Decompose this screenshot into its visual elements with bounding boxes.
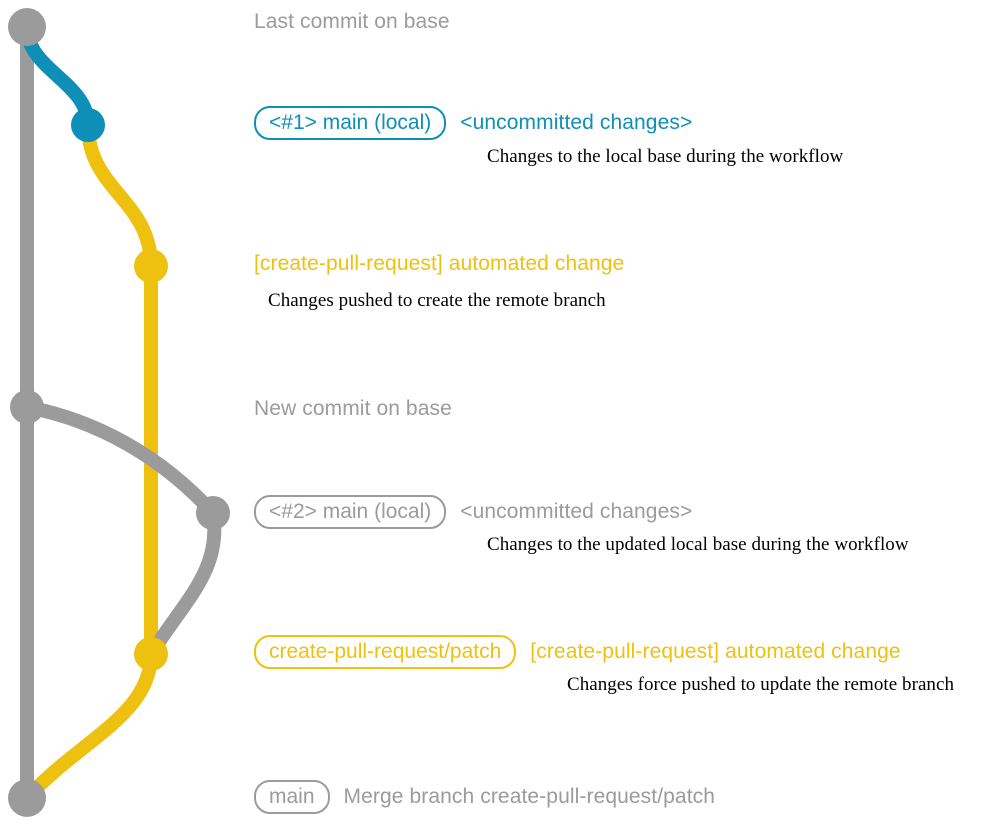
ref-chip-local-2[interactable]: <#2> main (local) bbox=[254, 495, 447, 529]
commit-row-merge: main Merge branch create-pull-request/pa… bbox=[254, 780, 715, 814]
commit-message-local-2: <uncommitted changes> bbox=[460, 500, 693, 523]
commit-node-local-2[interactable] bbox=[196, 496, 230, 530]
commit-message-last-commit: Last commit on base bbox=[254, 10, 450, 33]
commit-message-patch-2: [create-pull-request] automated change bbox=[530, 640, 901, 663]
commit-message-patch-1: [create-pull-request] automated change bbox=[254, 252, 625, 275]
ref-chip-label-local-2: <#2> main (local) bbox=[254, 495, 447, 529]
ref-chip-label-patch-branch: create-pull-request/patch bbox=[254, 635, 517, 669]
ref-chip-label-local-1: <#1> main (local) bbox=[254, 106, 447, 140]
commit-description-local-1: Changes to the local base during the wor… bbox=[487, 146, 844, 167]
commit-description-local-2: Changes to the updated local base during… bbox=[487, 534, 909, 555]
commit-row-local-2: <#2> main (local) <uncommitted changes> bbox=[254, 495, 692, 529]
edge-local-1-to-patch-1 bbox=[81, 118, 158, 273]
edge-base-to-local-1 bbox=[20, 20, 95, 132]
commit-node-last-commit-on-base[interactable] bbox=[8, 8, 46, 46]
ref-chip-local-1[interactable]: <#1> main (local) bbox=[254, 106, 447, 140]
commit-node-patch-2[interactable] bbox=[134, 637, 168, 671]
ref-chip-patch-branch[interactable]: create-pull-request/patch bbox=[254, 635, 517, 669]
edge-base-to-local-2 bbox=[20, 400, 220, 520]
commit-message-merge: Merge branch create-pull-request/patch bbox=[343, 785, 716, 808]
ref-chip-main[interactable]: main bbox=[254, 780, 330, 814]
commit-row-patch-1: [create-pull-request] automated change bbox=[254, 252, 624, 276]
edge-local-2-to-patch-2 bbox=[144, 506, 222, 661]
commit-description-patch-2: Changes force pushed to update the remot… bbox=[567, 674, 955, 695]
commit-row-last-commit: Last commit on base bbox=[254, 10, 450, 34]
commit-description-patch-1: Changes pushed to create the remote bran… bbox=[268, 290, 606, 311]
commit-node-new-commit-on-base[interactable] bbox=[10, 390, 44, 424]
commit-node-merge[interactable] bbox=[8, 779, 46, 817]
commit-message-new-commit: New commit on base bbox=[254, 397, 452, 420]
edge-patch-2-to-merge bbox=[20, 647, 158, 805]
commit-node-local-1[interactable] bbox=[71, 108, 105, 142]
commit-row-new-commit: New commit on base bbox=[254, 397, 452, 421]
ref-chip-label-main: main bbox=[254, 780, 330, 814]
commit-row-patch-2: create-pull-request/patch [create-pull-r… bbox=[254, 635, 901, 669]
commit-node-patch-1[interactable] bbox=[134, 249, 168, 283]
commit-row-local-1: <#1> main (local) <uncommitted changes> bbox=[254, 106, 692, 140]
commit-message-local-1: <uncommitted changes> bbox=[460, 111, 693, 134]
